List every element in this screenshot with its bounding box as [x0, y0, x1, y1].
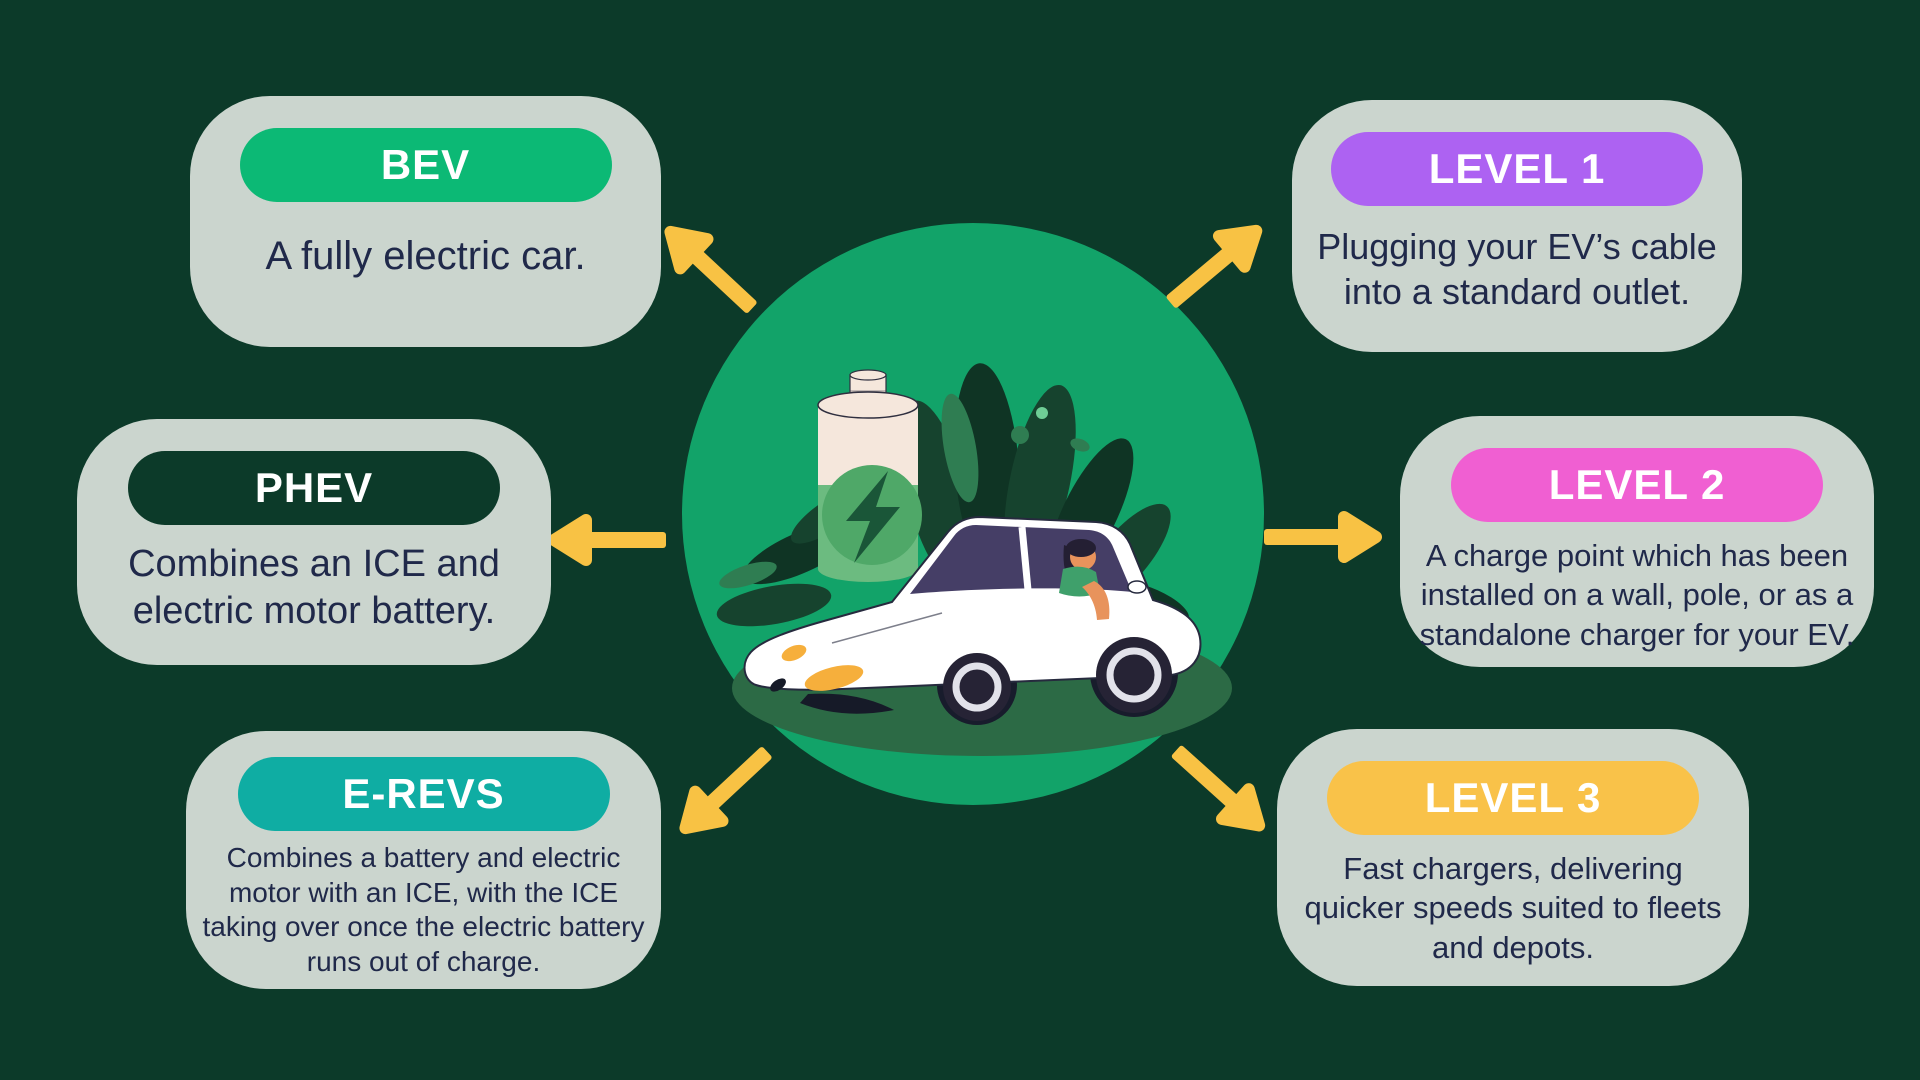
- front-wheel: [943, 653, 1011, 721]
- ev-car-icon: [743, 515, 1202, 725]
- center-circle: [682, 223, 1264, 805]
- card-erevs-title-pill: E-REVS: [237, 757, 610, 831]
- headlight-small: [781, 644, 807, 662]
- card-level1-title-pill: LEVEL 1: [1331, 132, 1703, 206]
- side-mirror: [1127, 580, 1147, 594]
- arrow-down-left-icon: [655, 728, 789, 859]
- card-phev: PHEV Combines an ICE and electric motor …: [77, 419, 551, 665]
- card-level1: LEVEL 1 Plugging your EV’s cable into a …: [1292, 100, 1742, 352]
- card-level3-description: Fast chargers, delivering quicker speeds…: [1304, 851, 1722, 965]
- grille: [800, 693, 894, 714]
- rear-wheel: [1096, 637, 1172, 713]
- card-level1-description: Plugging your EV’s cable into a standard…: [1317, 226, 1717, 313]
- card-level2-title-pill: LEVEL 2: [1451, 448, 1823, 522]
- lightning-bolt-icon: [846, 471, 900, 563]
- card-level2: LEVEL 2 A charge point which has been in…: [1400, 416, 1874, 667]
- card-bev: BEV A fully electric car.: [190, 96, 661, 347]
- arrow-left-icon: [542, 508, 666, 572]
- card-level3-title-pill: LEVEL 3: [1327, 761, 1699, 835]
- card-level3: LEVEL 3 Fast chargers, delivering quicke…: [1277, 729, 1749, 986]
- ev-illustration: [716, 363, 1232, 756]
- driver-figure: [1059, 539, 1110, 620]
- headlight-main: [804, 665, 864, 691]
- card-bev-description: A fully electric car.: [265, 234, 586, 278]
- battery-charging-icon: [817, 369, 922, 582]
- arrow-down-right-icon: [1155, 727, 1290, 858]
- arrow-up-left-icon: [640, 200, 774, 331]
- arrow-up-right-icon: [1150, 199, 1286, 328]
- card-erevs: E-REVS Combines a battery and electric m…: [186, 731, 661, 989]
- card-phev-description: Combines an ICE and electric motor batte…: [128, 543, 500, 633]
- card-bev-title-pill: BEV: [239, 128, 612, 202]
- card-erevs-description: Combines a battery and electric motor wi…: [202, 842, 645, 978]
- card-level2-description: A charge point which has been installed …: [1419, 538, 1855, 652]
- arrow-right-icon: [1264, 505, 1388, 569]
- card-phev-title-pill: PHEV: [128, 451, 500, 525]
